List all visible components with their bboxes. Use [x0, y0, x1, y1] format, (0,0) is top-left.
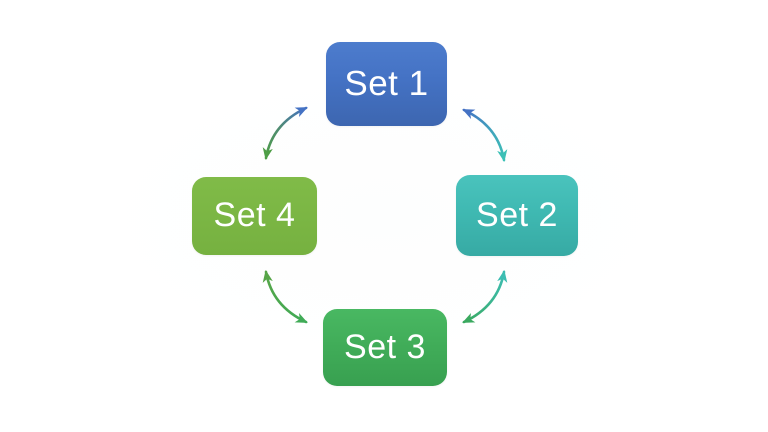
- connector-set1-set2: [462, 108, 508, 162]
- node-set-3[interactable]: Set 3: [323, 309, 447, 386]
- node-set-4-label: Set 4: [213, 196, 296, 234]
- connector-set3-set4: [262, 270, 308, 324]
- connector-set2-set3: [462, 270, 508, 324]
- node-set-4[interactable]: Set 4: [192, 177, 317, 255]
- node-set-2[interactable]: Set 2: [456, 175, 578, 256]
- node-set-2-label: Set 2: [476, 195, 558, 234]
- node-set-1[interactable]: Set 1: [326, 42, 447, 126]
- connector-set4-set1: [262, 106, 308, 160]
- node-set-1-label: Set 1: [344, 63, 429, 103]
- node-set-3-label: Set 3: [344, 327, 426, 366]
